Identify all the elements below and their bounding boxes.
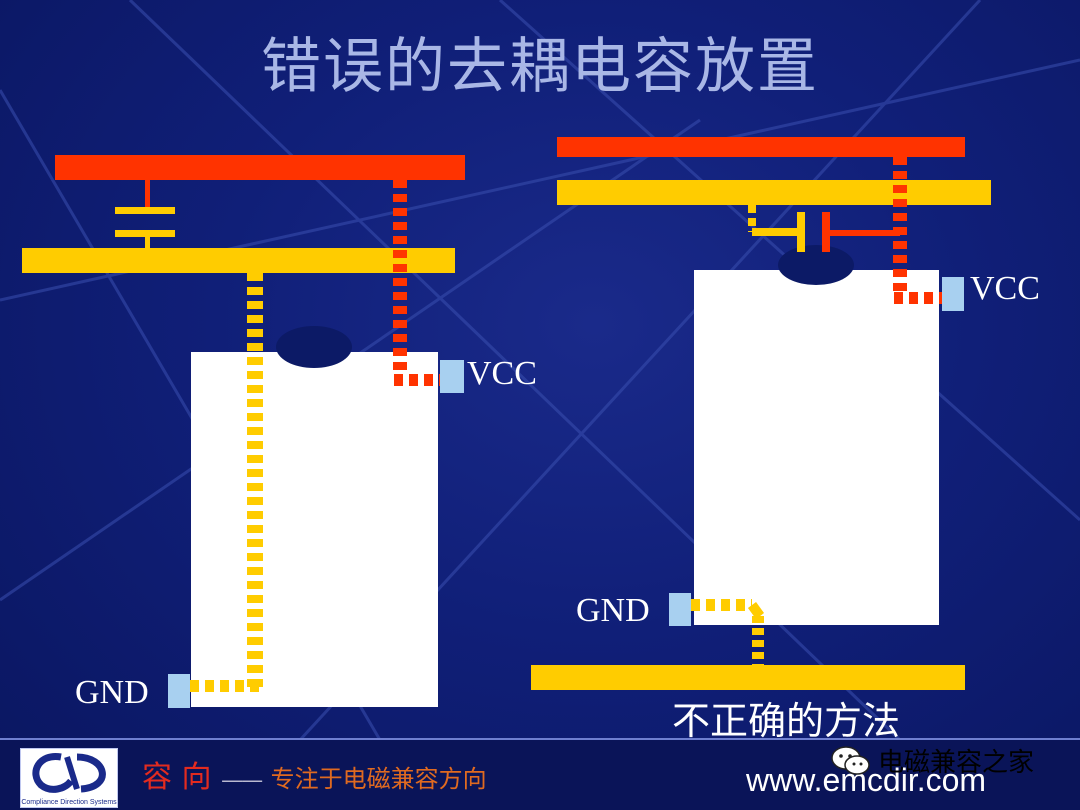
footer [0, 738, 1080, 810]
right-gnd-pin [669, 593, 691, 626]
brand-name: 电磁兼容之家 [878, 748, 1035, 778]
left-gnd-plane [22, 248, 455, 273]
left-chip [191, 352, 438, 707]
left-gnd-label: GND [75, 674, 149, 711]
right-capacitor [748, 205, 900, 252]
left-vcc-label: VCC [467, 355, 537, 392]
caption: 不正确的方法 [672, 699, 901, 743]
left-gnd-pin [168, 674, 190, 708]
slogan-dash: —— [221, 768, 263, 793]
right-gnd-plane-bottom [531, 665, 965, 690]
right-gnd-link [747, 602, 765, 619]
slogan-part2: 专注于电磁兼容方向 [270, 765, 487, 793]
right-vcc-plane [557, 137, 965, 157]
footer-divider [0, 738, 1080, 740]
left-diagram [22, 155, 465, 708]
right-vcc-label: VCC [970, 270, 1040, 307]
left-vcc-pin [440, 360, 464, 393]
slide-title: 错误的去耦电容放置 [261, 32, 819, 102]
decoupling-diagram [22, 137, 991, 708]
cd-logo-icon: Compliance Direction Systems [20, 748, 118, 808]
slogan-part1: 容 向 [142, 760, 212, 795]
left-chip-notch [276, 326, 352, 368]
right-gnd-label: GND [576, 592, 650, 629]
right-gnd-plane-top [557, 180, 991, 205]
right-vcc-pin [942, 277, 964, 311]
left-capacitor [115, 180, 175, 248]
right-diagram [531, 137, 991, 690]
slogan: 容 向 —— 专注于电磁兼容方向 [142, 752, 487, 796]
right-chip [694, 270, 939, 625]
brand-badge: 电磁兼容之家 [830, 742, 1034, 779]
wechat-icon [831, 745, 870, 775]
right-chip-notch [778, 245, 854, 285]
logo-caption: Compliance Direction Systems [21, 799, 117, 806]
left-vcc-plane [55, 155, 465, 180]
